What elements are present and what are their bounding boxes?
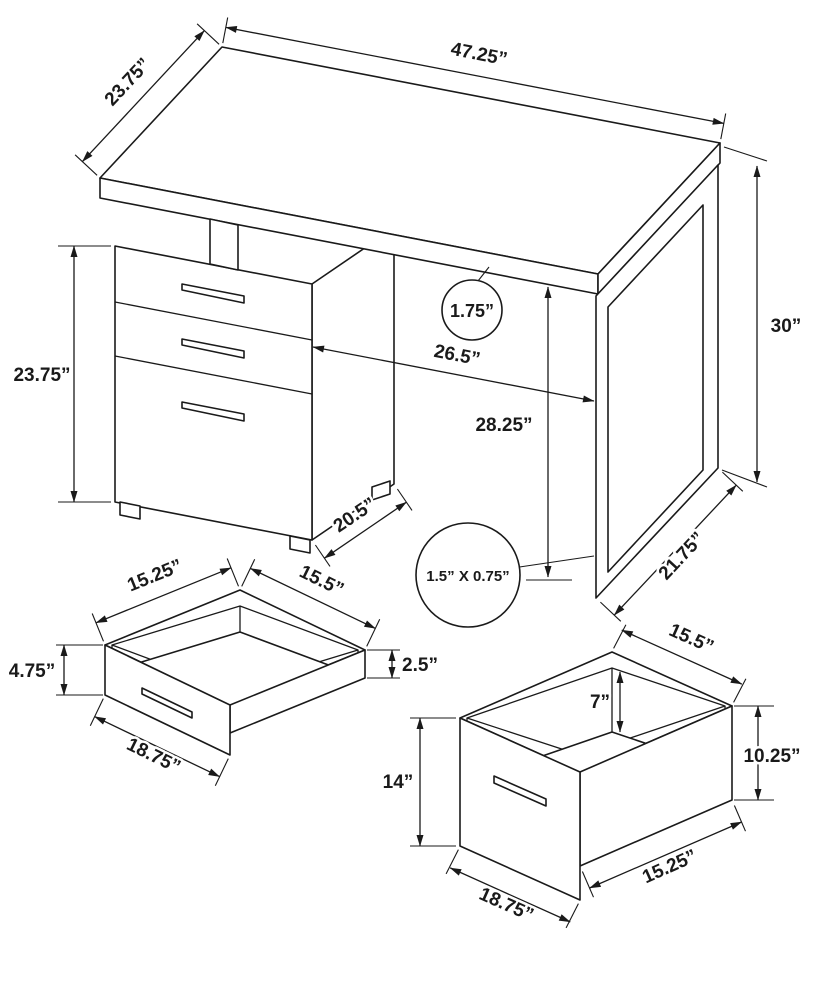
dim-knee-height-label: 28.25” (475, 415, 532, 436)
file-drawer-front-panel (459, 717, 581, 901)
dim-small-side-height: 2.5” (367, 649, 440, 679)
desktop-support-bracket (209, 218, 239, 271)
dim-file-front-height-label: 14” (383, 772, 414, 793)
dim-top-width-label: 47.25” (449, 39, 509, 70)
dim-small-outer-width-label: 18.75” (123, 734, 183, 778)
dim-leg-profile-label: 1.5” X 0.75” (426, 568, 509, 585)
dim-overall-height: 30” (721, 146, 804, 488)
dim-top-thickness-callout: 1.75” (441, 266, 503, 341)
dim-knee-height: 28.25” (473, 286, 572, 581)
drawer-handle-2 (181, 338, 245, 359)
dim-file-inner-depth-label: 15.5” (666, 620, 717, 658)
drawer-divider-1 (114, 301, 313, 341)
dim-file-inner-height-label: 7” (590, 692, 610, 713)
cabinet-left-foot (119, 501, 141, 520)
dim-small-front-height-label: 4.75” (9, 661, 55, 682)
dim-file-outer-width-label: 18.75” (476, 884, 537, 926)
cabinet (114, 227, 395, 554)
cabinet-back-foot (371, 480, 391, 501)
file-drawer-handle (493, 775, 547, 807)
dim-file-side-height: 10.25” (734, 705, 803, 801)
dim-leg-depth: 21.75” (600, 471, 744, 622)
dim-knee-width-label: 26.5” (432, 341, 482, 370)
drawer-handle-3 (181, 401, 245, 422)
dim-overall-height-label: 30” (771, 316, 802, 337)
drawer-divider-2 (114, 355, 313, 395)
desktop (99, 46, 721, 295)
dim-file-inner-height: 7” (587, 671, 624, 733)
desktop-right-edge (597, 142, 721, 295)
dim-small-side-height-label: 2.5” (402, 655, 438, 676)
dim-leg-profile-callout: 1.5” X 0.75” (415, 522, 595, 628)
leg-profile-callout-circle (415, 522, 521, 628)
dim-small-inner-depth-label: 15.5” (296, 561, 347, 600)
dim-cabinet-height: 23.75” (11, 245, 111, 503)
drawer-handle-1 (181, 283, 245, 304)
dim-cabinet-height-label: 23.75” (13, 365, 70, 386)
small-drawer (104, 589, 366, 756)
dim-small-front-height: 4.75” (6, 644, 103, 696)
dim-top-thickness-label: 1.75” (450, 301, 494, 321)
dim-leg-depth-label: 21.75” (655, 528, 709, 584)
dim-file-outer-depth-label: 15.25” (639, 846, 700, 888)
thickness-callout-circle (441, 279, 503, 341)
cabinet-right-foot (289, 535, 311, 554)
dim-file-side-height-label: 10.25” (743, 746, 800, 767)
cabinet-front-face (114, 245, 313, 541)
dim-top-depth-label: 23.75” (101, 54, 155, 110)
dim-file-front-height: 14” (380, 717, 456, 847)
